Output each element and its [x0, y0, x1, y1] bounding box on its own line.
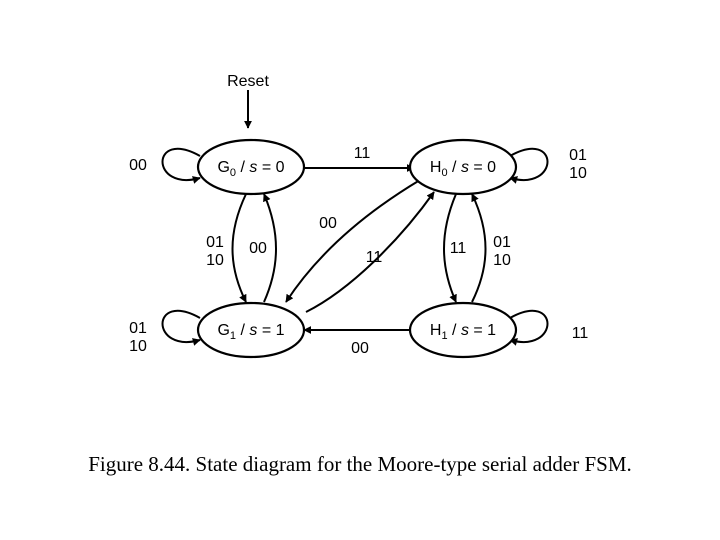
state-g1-var: s [249, 322, 257, 339]
edge-h0-self-loop [509, 148, 549, 184]
label-g0-self: 00 [129, 157, 147, 174]
state-h0-var: s [461, 159, 469, 176]
edge-g0-to-g1 [231, 193, 247, 303]
state-g1: G1 / s = 1 [196, 301, 306, 359]
state-g0-sub: 0 [230, 167, 236, 179]
state-g1-base: G [217, 322, 229, 339]
state-g0: G0 / s = 0 [196, 138, 306, 196]
label-g0-to-g1-a: 01 [206, 234, 224, 251]
label-h1-to-h0-b: 10 [493, 252, 511, 269]
edge-g1-to-h0 [305, 191, 435, 313]
edge-g1-to-g0 [263, 193, 277, 303]
state-h0: H0 / s = 0 [408, 138, 518, 196]
state-h1: H1 / s = 1 [408, 301, 518, 359]
state-g0-var: s [249, 159, 257, 176]
label-h0-to-g1: 00 [319, 215, 337, 232]
figure-caption: Figure 8.44. State diagram for the Moore… [88, 452, 632, 476]
reset-arrow: Reset [227, 73, 269, 129]
state-h0-base: H [430, 159, 442, 176]
label-h1-to-h0-a: 01 [493, 234, 511, 251]
svg-text:H1 / s = 1: H1 / s = 1 [430, 322, 496, 342]
edge-h1-self-loop [509, 310, 549, 346]
label-g1-to-g0: 00 [249, 240, 267, 257]
state-h0-val: = 0 [473, 159, 496, 176]
state-g0-base: G [217, 159, 229, 176]
label-g0-to-h0: 11 [354, 145, 371, 162]
state-g1-val: = 1 [262, 322, 285, 339]
state-g0-val: = 0 [262, 159, 285, 176]
label-h0-to-h1: 11 [450, 240, 467, 257]
label-g1-to-h0: 11 [366, 249, 383, 266]
svg-text:G1 / s = 1: G1 / s = 1 [217, 322, 284, 342]
svg-text:G0 / s = 0: G0 / s = 0 [217, 159, 284, 179]
label-g0-to-g1-b: 10 [206, 252, 224, 269]
label-h1-self: 11 [572, 325, 589, 342]
label-g1-self-a: 01 [129, 320, 147, 337]
edge-g1-self-loop [161, 310, 201, 346]
edge-g0-self-loop [161, 148, 201, 184]
state-h1-base: H [430, 322, 442, 339]
edge-h0-to-g1 [285, 179, 421, 303]
edge-h1-to-h0 [471, 193, 487, 303]
reset-label: Reset [227, 73, 269, 90]
svg-text:H0 / s = 0: H0 / s = 0 [430, 159, 496, 179]
label-h0-self-b: 10 [569, 165, 587, 182]
label-g1-self-b: 10 [129, 338, 147, 355]
state-g1-sub: 1 [230, 330, 236, 342]
state-h0-sub: 0 [441, 167, 447, 179]
state-h1-val: = 1 [473, 322, 496, 339]
label-h0-self-a: 01 [569, 147, 587, 164]
state-h1-sub: 1 [441, 330, 447, 342]
label-h1-to-g1: 00 [351, 340, 369, 357]
edge-h0-to-h1 [443, 193, 457, 303]
state-h1-var: s [461, 322, 469, 339]
